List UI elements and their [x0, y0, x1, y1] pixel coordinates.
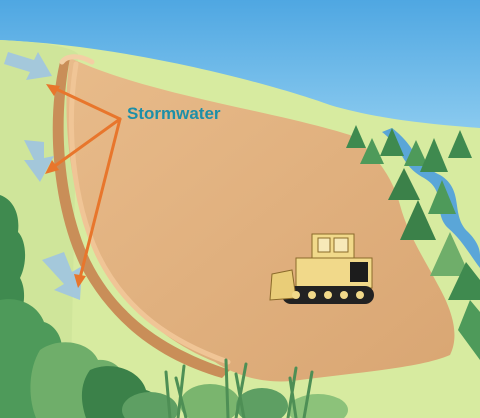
runoff-flow-arrow-icon: [4, 52, 52, 80]
arrowhead-bottom: [74, 274, 86, 288]
runoff-flow-arrow-icon: [42, 252, 82, 300]
pointer-line-middle: [50, 117, 122, 170]
shrub: [180, 384, 240, 418]
tree-right-2: [360, 138, 384, 164]
tree-right-12: [458, 300, 480, 360]
pointer-line-top: [52, 86, 122, 121]
shrubs-bottom: [122, 358, 348, 418]
dozer-engine-grille: [350, 262, 368, 282]
tree-right-10: [430, 232, 470, 276]
tree-right-3: [380, 128, 404, 156]
bulldozer-icon: [269, 233, 374, 304]
tree-right-7: [388, 168, 420, 200]
soil-berm-top: [59, 54, 95, 65]
tree-right-1: [346, 125, 366, 148]
shrub: [288, 394, 348, 418]
tree-right-11: [448, 262, 480, 300]
arrowhead-middle: [45, 160, 59, 174]
dozer-cab-window: [317, 237, 331, 253]
tree-left-1: [0, 195, 26, 330]
trees-right: [346, 125, 480, 360]
tree-right-9: [400, 200, 436, 240]
tree-right-4: [404, 140, 428, 166]
runoff-flow-arrow-icon: [24, 140, 54, 182]
pointer-line-bottom: [78, 117, 122, 280]
shrub: [236, 388, 288, 418]
dozer-wheels: [292, 291, 364, 299]
tall-grass: [164, 358, 314, 418]
shrub: [122, 392, 178, 418]
soil-berm-highlight: [68, 61, 231, 365]
trees-left: [0, 195, 163, 418]
stormwater-label: Stormwater: [127, 104, 221, 123]
arrowhead-top: [46, 84, 60, 96]
runoff-arrows: [4, 52, 82, 300]
dozer-cab-window: [333, 237, 349, 253]
tree-right-5: [420, 138, 448, 172]
stream: [382, 128, 480, 268]
tree-right-6: [448, 130, 472, 158]
stormwater-pointers: [45, 84, 122, 288]
tree-right-8: [428, 180, 456, 214]
